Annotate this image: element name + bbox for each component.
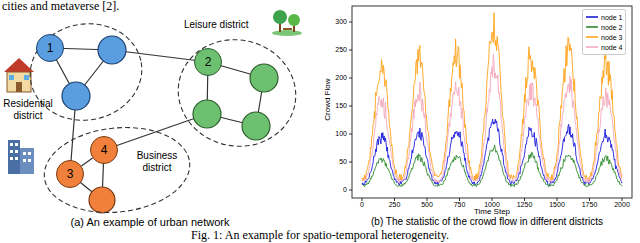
legend-row: node 1: [586, 12, 622, 22]
legend-line-sample: [586, 26, 598, 28]
district-outline: [176, 38, 298, 148]
node-number: 2: [205, 56, 212, 68]
district-name: Residential district: [0, 98, 56, 121]
legend-line: [586, 24, 598, 30]
node-number: 3: [67, 168, 74, 180]
network-circles: [62, 36, 278, 213]
subfigure-caption: (b) The statistic of the crowd flow in d…: [334, 216, 640, 228]
district-region: Residential district1: [28, 22, 144, 122]
legend-line-sample: [586, 36, 598, 38]
legend-line: [586, 34, 598, 40]
x-tick-label: 1500: [541, 201, 573, 209]
x-tick-label: 1250: [509, 201, 541, 209]
body-text: cities and metaverse [2].: [2, 0, 119, 14]
node-circle: 3: [56, 160, 84, 188]
y-axis-title: Crowd Flow: [323, 70, 332, 130]
x-tick-label: 750: [444, 201, 476, 209]
district-region: Business district 3 4: [42, 126, 192, 214]
y-tick-label: 50: [326, 158, 347, 166]
y-tick-label: 100: [326, 130, 347, 138]
node-circle: 2: [194, 48, 222, 76]
chart-axes: [349, 6, 632, 201]
x-tick-label: 500: [411, 201, 443, 209]
x-tick-label: 1750: [574, 201, 606, 209]
y-tick-label: 300: [326, 18, 347, 26]
district-ellipse: [168, 29, 305, 157]
flow-curve: [362, 54, 622, 183]
legend-text: node 4: [601, 44, 622, 51]
x-tick-label: 2000: [606, 201, 638, 209]
subfigure-caption: (a) An example of urban network: [30, 216, 270, 229]
y-tick-label: 0: [326, 186, 347, 194]
x-axis-title: Time Step: [462, 207, 522, 216]
legend-box: node 1 node 2 node 3 node 4: [582, 9, 626, 55]
figure-caption: Fig. 1: An example for spatio-temporal h…: [0, 229, 640, 242]
legend-text: node 2: [601, 24, 622, 31]
legend-text: node 3: [601, 34, 622, 41]
district-region: Leisure district2: [176, 38, 298, 148]
network-link: [81, 158, 92, 166]
legend-line: [586, 14, 598, 20]
house-icon: [4, 58, 34, 92]
legend-line: [586, 44, 598, 50]
district-name: Business district: [132, 150, 182, 173]
legend-line-sample: [586, 16, 598, 18]
legend-line-sample: [586, 46, 598, 48]
x-tick-label: 0: [346, 201, 378, 209]
node-number: 1: [47, 42, 54, 54]
x-tick-label: 250: [379, 201, 411, 209]
park-icon: [272, 10, 302, 36]
node-circle: 4: [90, 136, 118, 164]
legend-row: node 2: [586, 22, 622, 32]
node-circle: 1: [36, 34, 64, 62]
district-name: Leisure district: [184, 19, 248, 31]
network-links: [50, 48, 264, 200]
legend-row: node 4: [586, 42, 622, 52]
legend-text: node 1: [601, 14, 622, 21]
legend-row: node 3: [586, 32, 622, 42]
y-tick-label: 250: [326, 46, 347, 54]
node-number: 4: [101, 144, 108, 156]
district-ellipse: [40, 121, 194, 220]
office-icon: [8, 140, 34, 174]
